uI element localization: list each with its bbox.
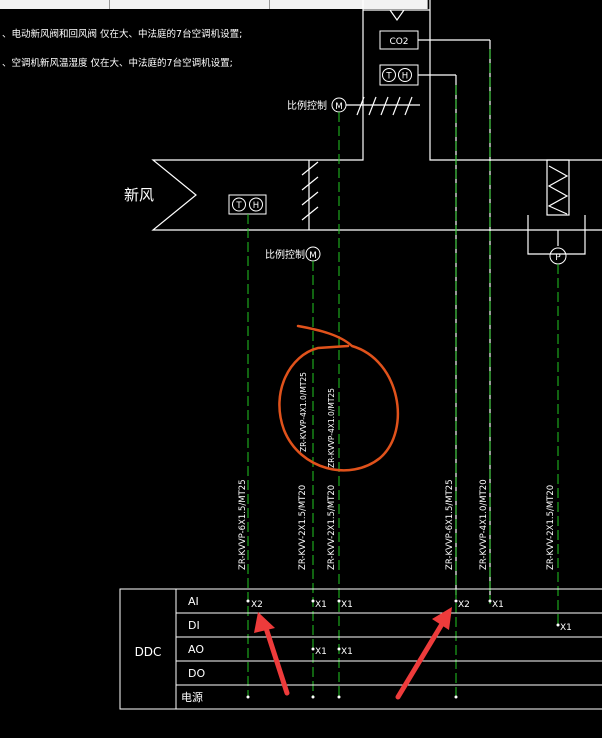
terminal-tags: X2 X1 X1 X2 X1 X1 X1 X1 [251, 600, 572, 657]
svg-text:X1: X1 [492, 600, 504, 610]
cable-label-circled-a: ZR-KVVP-4X1.0/MT25 [299, 372, 308, 452]
proportional-control-lower: 比例控制 [265, 248, 305, 261]
markup-arrow-right [395, 607, 452, 700]
cable-label-c4: ZR-KVVP-6X1.5/MT25 [445, 479, 455, 570]
m-label: M [309, 251, 317, 261]
svg-text:X1: X1 [315, 600, 327, 610]
note-1: 、电动新风阀和回风阀 仅在大、中法庭的7台空调机设置; [2, 28, 242, 40]
svg-text:X2: X2 [458, 600, 470, 610]
ddc-row-di: DI [188, 619, 200, 632]
th-sensor-fresh [228, 194, 267, 215]
tab-ddc-field[interactable] [270, 0, 428, 9]
cable-labels: ZR-KVVP-6X1.5/MT25 ZR-KVV-2X1.5/MT20 ZR-… [238, 372, 556, 570]
t-label: T [385, 72, 392, 82]
cable-label-c2: ZR-KVV-2X1.5/MT20 [298, 485, 308, 570]
svg-text:X1: X1 [315, 647, 327, 657]
t-label: T [235, 201, 242, 211]
svg-text:X1: X1 [341, 647, 353, 657]
ddc-row-ao: AO [188, 643, 204, 656]
co2-sensor [379, 30, 419, 50]
ddc-row-ai: AI [188, 595, 199, 608]
h-label: H [253, 201, 259, 211]
duct-outline [151, 0, 602, 595]
co2-label: CO2 [389, 37, 408, 47]
fresh-air-label: 新风 [124, 186, 154, 204]
tab-monitor[interactable] [0, 0, 110, 9]
ddc-table [119, 588, 602, 710]
cable-label-c5: ZR-KVVP-4X1.0/MT20 [479, 479, 489, 570]
note-2: 、空调机新风温湿度 仅在大、中法庭的7台空调机设置; [2, 57, 233, 69]
svg-text:X1: X1 [341, 600, 353, 610]
signal-lines [247, 49, 559, 697]
p-label: P [555, 253, 561, 263]
cable-label-c6: ZR-KVV-2X1.5/MT20 [546, 485, 556, 570]
ddc-row-power: 电源 [181, 690, 203, 704]
h-label: H [402, 72, 408, 82]
cable-label-c3: ZR-KVV-2X1.5/MT20 [327, 485, 337, 570]
ddc-title: DDC [135, 645, 162, 659]
markup-arrow-left [254, 612, 290, 696]
svg-text:X1: X1 [560, 623, 572, 633]
cable-label-circled-b: ZR-KVVP-4X1.0/MT25 [327, 388, 336, 468]
proportional-control-upper: 比例控制 [287, 99, 327, 112]
svg-text:X2: X2 [251, 600, 263, 610]
markup-circle [278, 324, 400, 472]
cable-label-c1: ZR-KVVP-6X1.5/MT25 [238, 479, 248, 570]
terminal-dots [246, 599, 560, 699]
m-label: M [335, 102, 343, 112]
th-sensor-return [379, 64, 419, 86]
tab-ddc-box[interactable] [110, 0, 270, 9]
ddc-row-do: DO [188, 667, 205, 680]
